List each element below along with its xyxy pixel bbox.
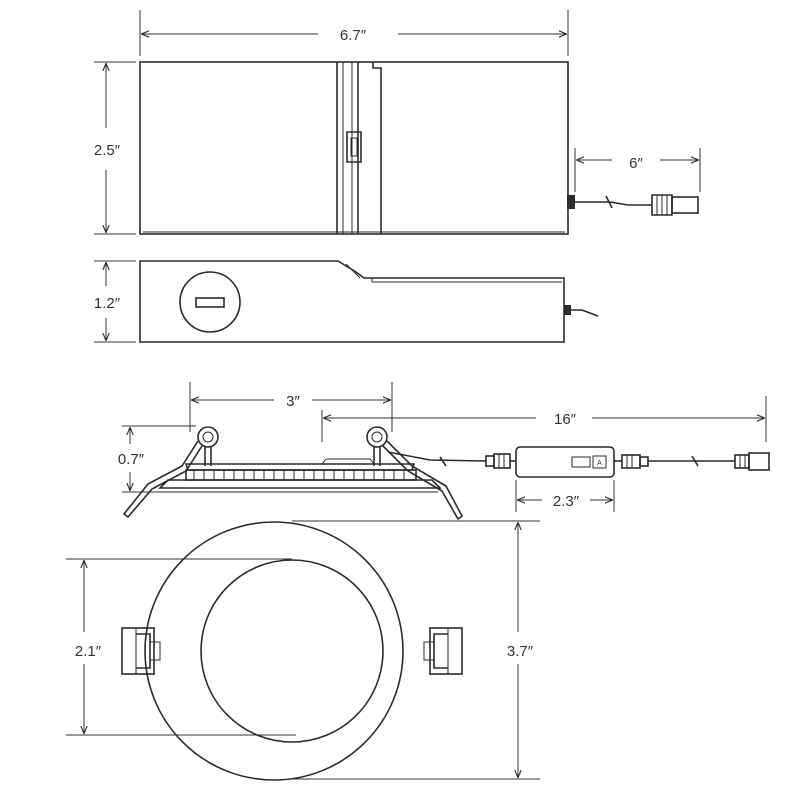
dimension-side-height: 1.2″	[94, 260, 136, 343]
fixture-side-view	[122, 426, 464, 521]
cable-connector-middle	[621, 454, 649, 469]
left-mounting-clip	[121, 627, 161, 675]
label-box-width: 6.7″	[340, 27, 367, 44]
label-lead-length: 6″	[629, 155, 643, 172]
dimension-box-width: 6.7″	[139, 10, 569, 56]
label-inner-diameter: 2.1″	[75, 643, 102, 660]
dimension-inner-diameter: 2.1″	[66, 558, 296, 736]
label-outer-diameter: 3.7″	[507, 643, 534, 660]
driver-cable-assembly: A	[387, 446, 770, 478]
label-fixture-width: 3″	[286, 393, 300, 410]
cable-connector-right	[734, 452, 770, 471]
driver-switch-label: A	[597, 460, 602, 467]
fixture-front-view	[121, 521, 463, 781]
driver-box	[515, 446, 615, 478]
right-mounting-clip	[423, 627, 463, 675]
cable-connector-left	[485, 453, 511, 469]
junction-box-side-view	[139, 260, 599, 343]
dimension-lead-length: 6″	[574, 148, 701, 192]
label-driver-length: 2.3″	[553, 493, 580, 510]
heatsink-fins	[193, 470, 405, 480]
dimension-fixture-height: 0.7″	[118, 425, 196, 493]
junction-box-top-view	[139, 61, 699, 235]
label-box-height: 2.5″	[94, 142, 121, 159]
dimension-outer-diameter: 3.7″	[292, 520, 540, 780]
dimension-driver-length: 2.3″	[515, 480, 615, 512]
label-side-height: 1.2″	[94, 295, 121, 312]
label-fixture-height: 0.7″	[118, 451, 145, 468]
dimension-cable-length: 16″	[321, 396, 767, 442]
dimension-box-height: 2.5″	[94, 61, 136, 235]
dimension-fixture-width: 3″	[189, 382, 393, 432]
label-cable-length: 16″	[554, 411, 577, 428]
